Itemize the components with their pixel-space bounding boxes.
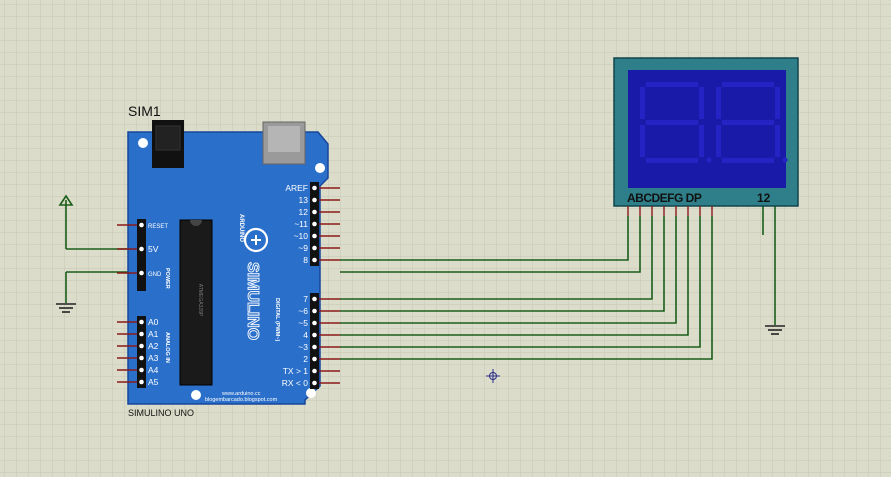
sim-ref-label: SIM1 [128,103,161,119]
power-pin-header: RESET 5V GND [117,219,168,291]
pin-label: 2 [303,354,308,364]
ground-icon-left [56,271,128,313]
pin-label: 7 [303,294,308,304]
pin-label: ~5 [298,318,308,328]
brand-logo-label: SIMULINO [244,262,261,340]
segment-pin-stubs [627,206,713,216]
pin-label: 12 [299,207,309,217]
digital-bottom-pin-header: 7 ~6 ~5 4 ~3 2 TX > 1 RX < 0 [282,293,340,389]
pin-label: 8 [303,255,308,265]
pin-label: ~10 [294,231,309,241]
digit-pin-label: 12 [757,191,771,205]
atmega-chip-icon: ATMEGA328P [179,219,213,386]
digital-header-label: DIGITAL (PWM~) [274,298,280,342]
pin-label: A0 [148,317,159,327]
pin-label: ~9 [298,243,308,253]
url-label-1: www.arduino.cc [221,391,261,397]
pin-label: AREF [285,183,308,193]
pin-label: A2 [148,341,159,351]
board-name-label: SIMULINO UNO [128,408,194,418]
display-digits [640,82,788,163]
chip-text: ATMEGA328P [197,284,203,317]
url-label-2: blogembarcado.blogspot.com [205,397,278,403]
segment-pin-label: ABCDEFG DP [627,191,702,205]
pin-label: GND [148,272,162,278]
pin-label: RX < 0 [282,378,308,388]
usb-connector-icon [262,121,306,165]
power-header-label: POWER [164,268,170,289]
pin-label: ~11 [294,219,308,229]
ground-icon-right [762,206,785,335]
simulino-board[interactable]: ATMEGA328P ARDUINO SIMULINO www.arduino.… [117,120,340,405]
pin-label: A3 [148,353,159,363]
pin-label: A4 [148,365,159,375]
digital-top-pin-header: AREF 13 12 ~11 ~10 ~9 8 [285,182,340,266]
pin-label: 4 [303,330,308,340]
pin-label: ~3 [298,342,308,352]
pin-label: RESET [148,224,168,230]
analog-header-label: ANALOG IN [164,332,170,363]
power-jack-icon [152,120,184,168]
pin-label: A1 [148,329,159,339]
brand-small-label: ARDUINO [238,214,244,242]
origin-marker-icon [486,369,500,383]
pin-label: 5V [148,244,159,254]
wires [340,216,713,360]
pin-label: TX > 1 [283,366,309,376]
seven-segment-display[interactable]: ABCDEFG DP 12 [613,57,799,216]
pin-label: ~6 [298,306,308,316]
pin-label: A5 [148,377,159,387]
pin-label: 13 [299,195,309,205]
infinity-logo-icon [243,227,269,253]
